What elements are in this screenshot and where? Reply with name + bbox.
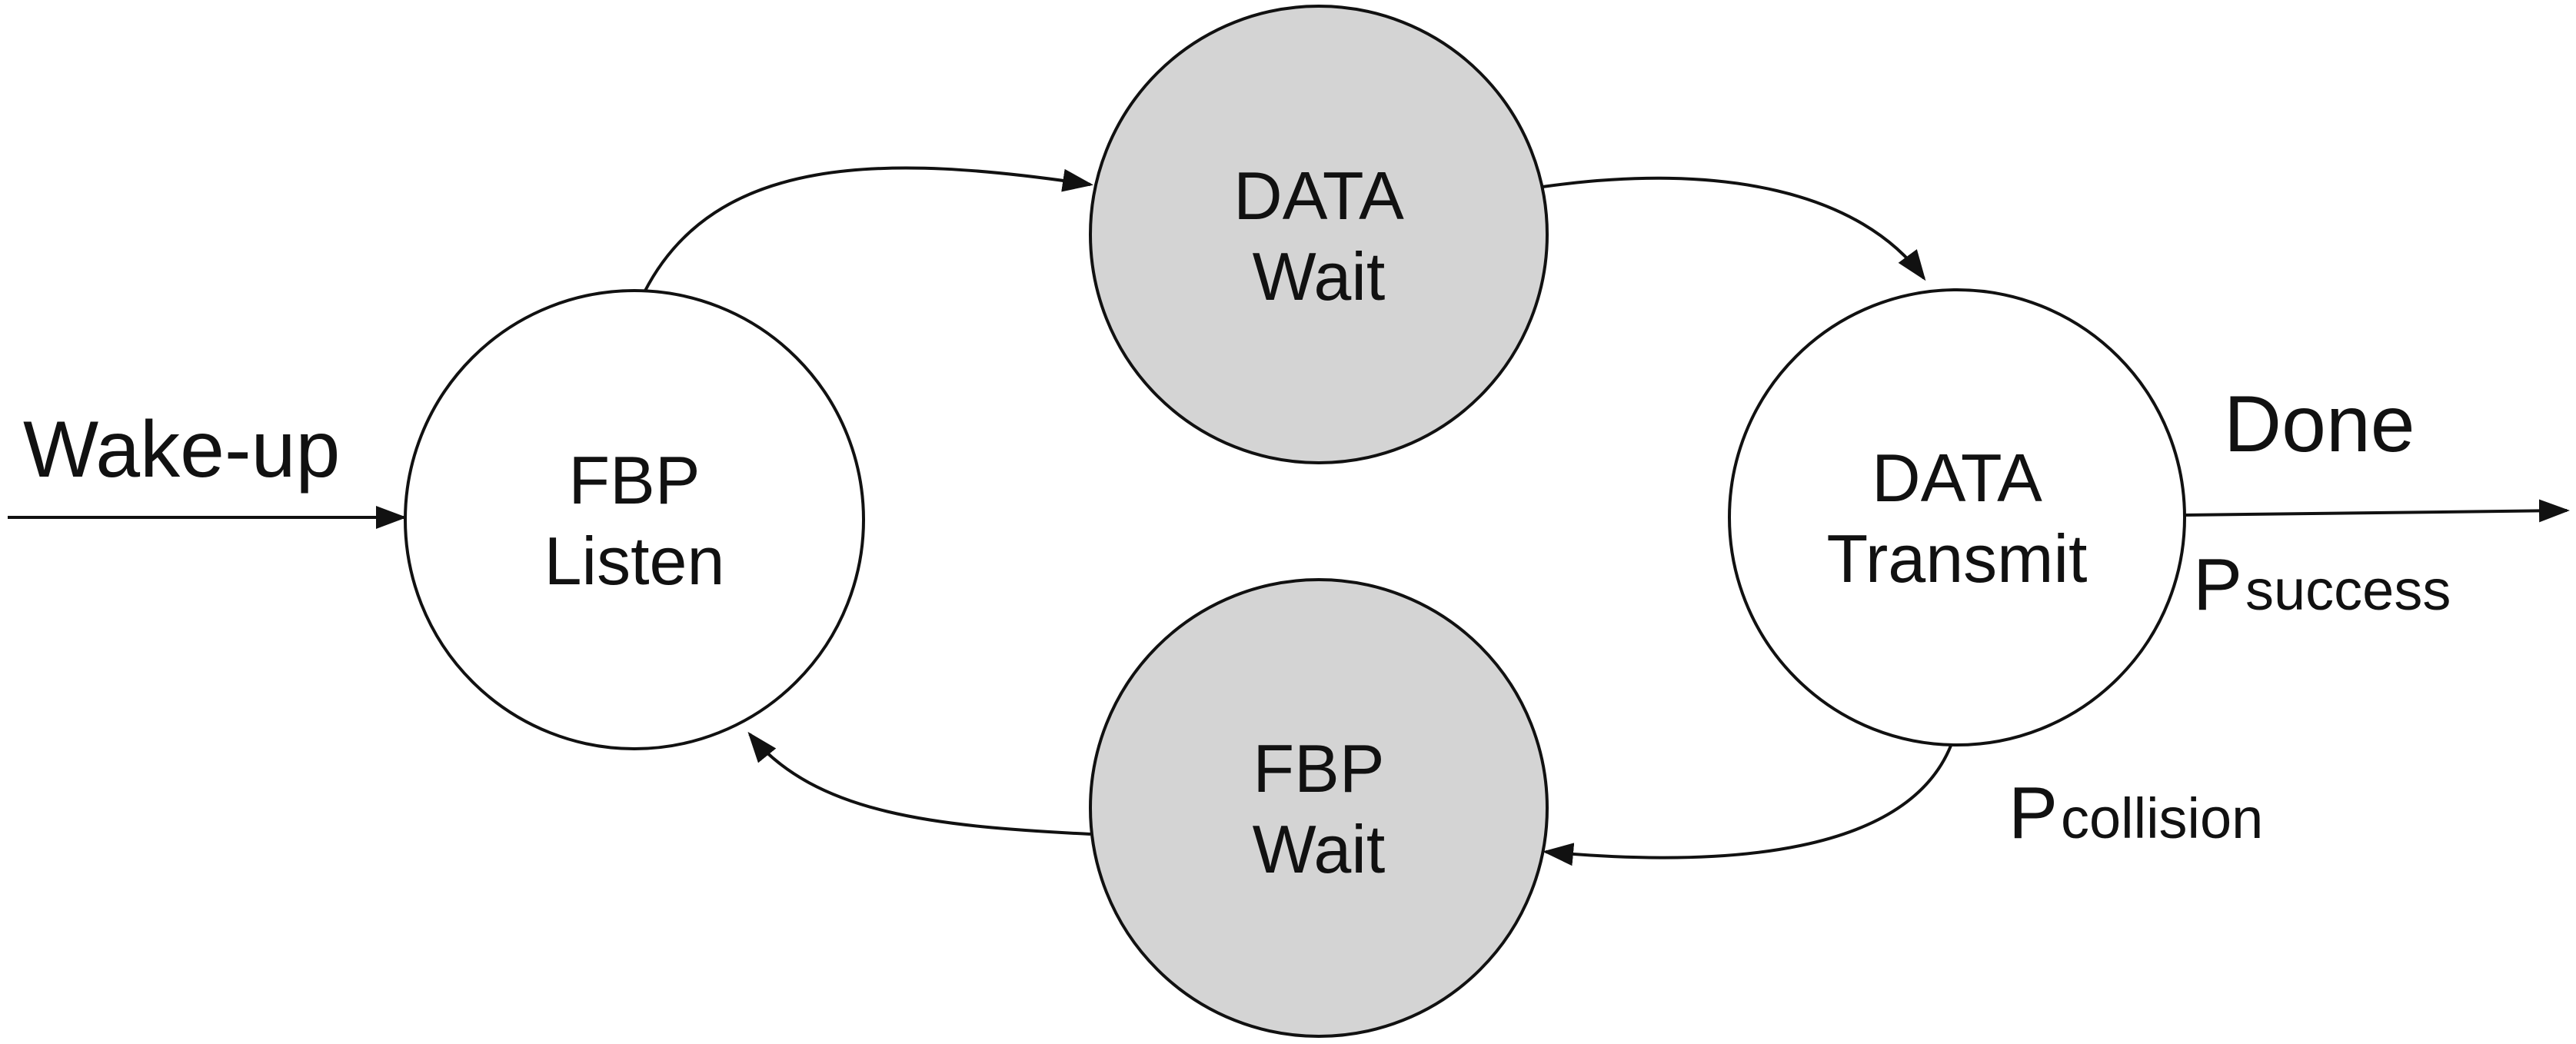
state-data-wait-line1: DATA bbox=[1233, 158, 1404, 234]
state-fbp-listen-line1: FBP bbox=[568, 442, 700, 518]
wake-up-label: Wake-up bbox=[23, 405, 340, 494]
success-probability-sub: success bbox=[2245, 558, 2451, 622]
state-fbp-wait: FBP Wait bbox=[1089, 578, 1549, 1038]
collision-probability-sub: collision bbox=[2061, 786, 2263, 850]
edge-transmit-to-fbp-wait bbox=[1543, 745, 1952, 866]
success-probability-main: P bbox=[2193, 544, 2242, 626]
state-data-transmit: DATA Transmit bbox=[1728, 288, 2186, 746]
edge-transmit-to-done bbox=[2183, 499, 2570, 523]
edge-listen-to-data-wait bbox=[643, 166, 1093, 293]
edge-fbp-wait-to-listen bbox=[747, 731, 1091, 836]
success-probability-label: Psuccess bbox=[2193, 544, 2451, 626]
done-label: Done bbox=[2224, 380, 2415, 469]
state-fbp-listen: FBP Listen bbox=[404, 289, 865, 750]
collision-probability-label: Pcollision bbox=[2009, 772, 2263, 854]
state-data-wait: DATA Wait bbox=[1089, 5, 1549, 464]
edge-data-wait-to-transmit bbox=[1542, 176, 1926, 281]
collision-probability-main: P bbox=[2009, 772, 2058, 854]
state-data-transmit-line2: Transmit bbox=[1827, 520, 2088, 597]
state-data-wait-line2: Wait bbox=[1253, 238, 1386, 314]
state-fbp-wait-line1: FBP bbox=[1253, 730, 1384, 806]
state-fbp-wait-line2: Wait bbox=[1253, 811, 1386, 887]
state-fbp-listen-line2: Listen bbox=[544, 523, 725, 599]
state-data-transmit-line1: DATA bbox=[1872, 440, 2042, 516]
